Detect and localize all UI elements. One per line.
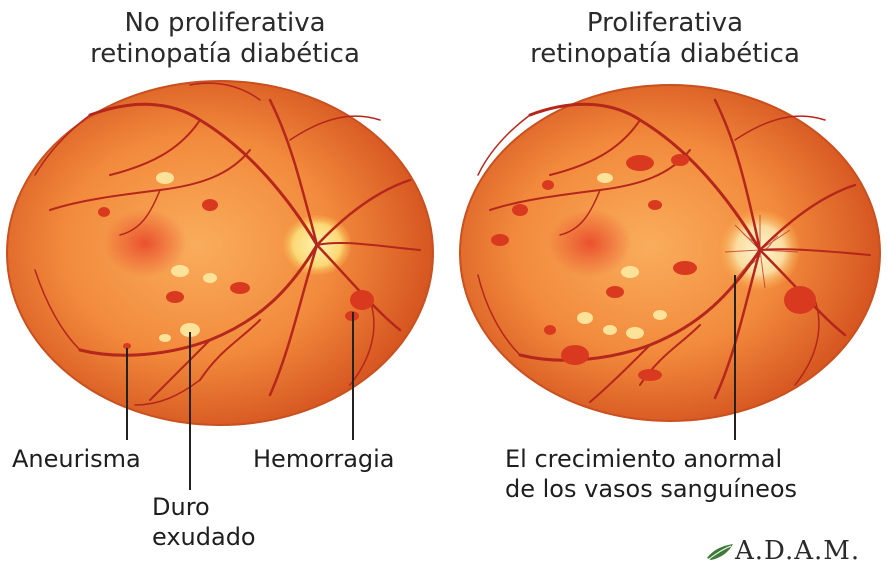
left-retina — [7, 81, 433, 425]
adam-logo: A.D.A.M. — [705, 536, 860, 566]
hard-exudate-line2: exudado — [152, 522, 256, 552]
leaf-icon — [705, 540, 735, 562]
right-retina-disc — [460, 85, 880, 421]
logo-text: A.D.A.M. — [735, 536, 860, 566]
abnormal-growth-label: El crecimiento anormal de los vasos sang… — [505, 444, 797, 504]
aneurysm-label: Aneurisma — [12, 444, 141, 474]
abnormal-growth-line2: de los vasos sanguíneos — [505, 474, 797, 504]
hemorrhage-label: Hemorragia — [253, 444, 395, 474]
hard-exudate-label: Duro exudado — [152, 492, 256, 552]
right-retina — [460, 85, 880, 421]
abnormal-growth-line1: El crecimiento anormal — [505, 444, 797, 474]
right-macula — [548, 209, 632, 277]
hard-exudate-line1: Duro — [152, 492, 256, 522]
